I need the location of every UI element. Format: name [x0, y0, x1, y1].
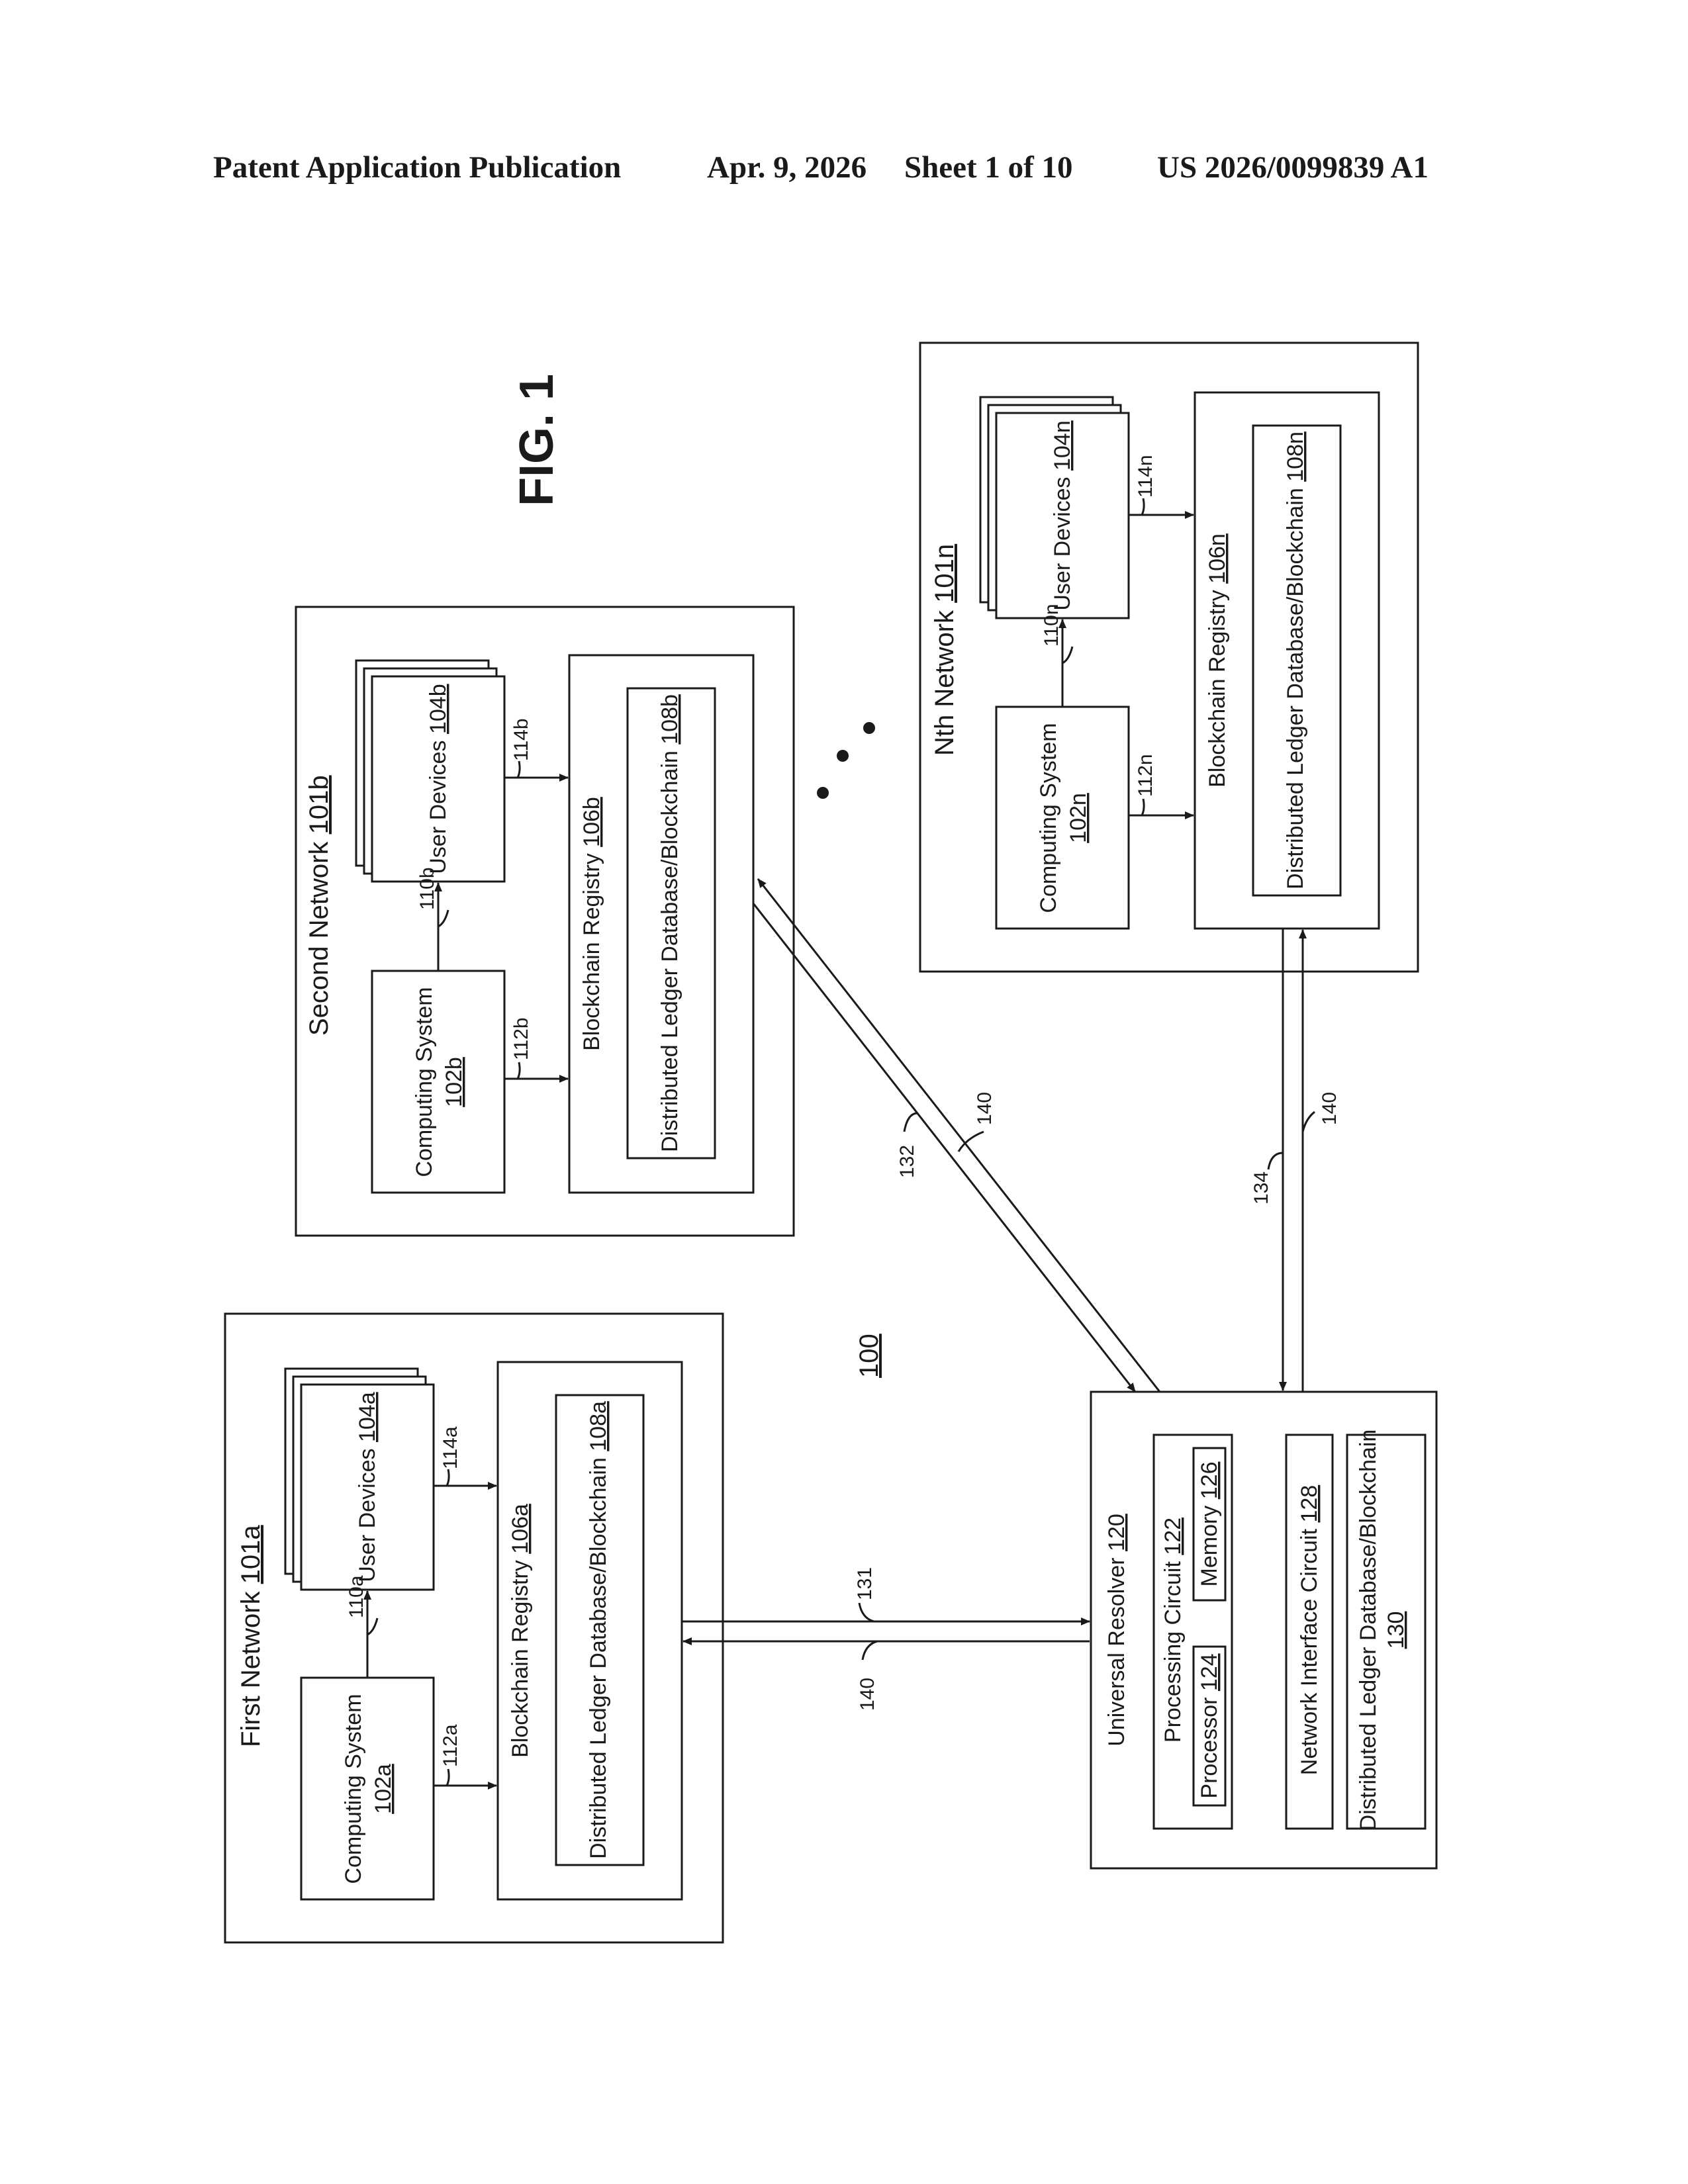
computing-system-label: Computing System — [1036, 723, 1061, 913]
computing-system-102n — [996, 707, 1129, 929]
nic-label: Network Interface Circuit 128 — [1297, 1485, 1322, 1775]
label-110a: 110a — [346, 1575, 367, 1618]
registry-label: Blockchain Registry 106b — [579, 797, 604, 1051]
universal-resolver: Universal Resolver 120 Processing Circui… — [1091, 1392, 1436, 1868]
label-110n: 110n — [1041, 604, 1062, 647]
leader-131 — [859, 1603, 874, 1621]
memory-label: Memory 126 — [1197, 1462, 1222, 1587]
leader-140-nth — [1303, 1112, 1315, 1132]
resolver-ledger-ref: 130 — [1383, 1612, 1409, 1649]
label-112n: 112n — [1135, 754, 1156, 797]
computing-system-label: Computing System — [412, 987, 437, 1177]
ledger-label: Distributed Ledger Database/Blockchain 1… — [657, 694, 682, 1152]
label-140-nth: 140 — [1319, 1092, 1340, 1125]
label-112a: 112a — [440, 1724, 461, 1767]
nth-network: Nth Network 101n Computing System 102n U… — [920, 343, 1418, 972]
user-devices-label: User Devices 104a — [355, 1392, 380, 1582]
leader-132 — [904, 1113, 917, 1132]
system-ref: 100 — [855, 1334, 884, 1378]
processor-label: Processor 124 — [1197, 1653, 1222, 1798]
label-131: 131 — [854, 1567, 876, 1600]
resolver-title: Universal Resolver 120 — [1104, 1514, 1129, 1747]
ledger-label: Distributed Ledger Database/Blockchain 1… — [1283, 432, 1308, 889]
label-140-first: 140 — [857, 1678, 878, 1711]
user-devices-label: User Devices 104n — [1050, 420, 1075, 610]
second-network: Second Network 101b Computing System 102… — [296, 607, 794, 1236]
header-sheet: Sheet 1 of 10 — [904, 150, 1073, 185]
processing-circuit-label: Processing Circuit 122 — [1160, 1518, 1186, 1743]
header-date: Apr. 9, 2026 — [707, 150, 867, 185]
computing-system-102a — [301, 1678, 434, 1899]
header-number: US 2026/0099839 A1 — [1157, 150, 1429, 185]
computing-system-102b — [372, 971, 504, 1193]
leader-140-first — [863, 1641, 877, 1660]
computing-system-label: Computing System — [341, 1694, 366, 1884]
label-114b: 114b — [510, 718, 532, 761]
first-network: First Network 101a Computing System 102a… — [225, 1314, 723, 1942]
ledger-label: Distributed Ledger Database/Blockchain 1… — [586, 1401, 611, 1859]
nth-network-title: Nth Network 101n — [930, 544, 959, 756]
second-network-title: Second Network 101b — [305, 775, 334, 1036]
computing-system-ref: 102b — [442, 1057, 467, 1107]
first-network-title: First Network 101a — [236, 1525, 265, 1747]
label-114n: 114n — [1135, 455, 1156, 498]
figure-title: FIG. 1 — [510, 374, 563, 506]
label-112b: 112b — [510, 1017, 532, 1060]
user-devices-label: User Devices 104b — [426, 684, 451, 874]
label-134: 134 — [1250, 1171, 1272, 1205]
leader-140-second — [959, 1132, 984, 1152]
registry-label: Blockchain Registry 106n — [1205, 533, 1230, 788]
computing-system-ref: 102n — [1066, 793, 1091, 843]
label-140-second: 140 — [974, 1092, 996, 1125]
header-publication: Patent Application Publication — [213, 150, 621, 185]
ellipsis-dot — [863, 722, 875, 734]
ellipsis-dot — [817, 787, 829, 799]
label-114a: 114a — [440, 1426, 461, 1469]
registry-label: Blockchain Registry 106a — [508, 1504, 533, 1758]
label-110b: 110b — [416, 867, 438, 910]
arrow-132 — [753, 903, 1135, 1392]
leader-134 — [1268, 1153, 1283, 1169]
ellipsis-dot — [837, 750, 849, 762]
computing-system-ref: 102a — [371, 1764, 396, 1814]
label-132: 132 — [896, 1145, 918, 1178]
resolver-ledger-label: Distributed Ledger Database/Blockchain — [1356, 1430, 1381, 1831]
